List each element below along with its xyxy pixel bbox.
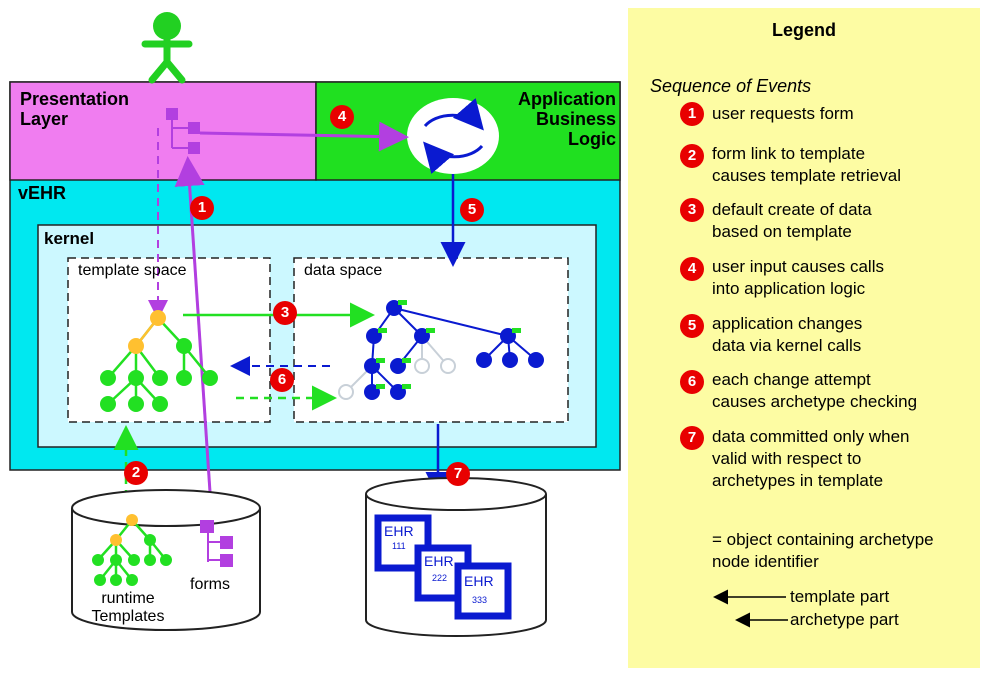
- data-space-box: [293, 257, 569, 423]
- loop-icon: [407, 98, 499, 174]
- presentation-layer-label: Presentation Layer: [20, 89, 130, 129]
- step-marker-1: 1: [190, 196, 214, 220]
- templates-store: [71, 489, 261, 631]
- legend-title: Legend: [771, 20, 836, 40]
- step-marker-3: 3: [273, 301, 297, 325]
- legend-event-6: each change attempt causes archetype che…: [712, 370, 918, 411]
- step-marker-7: 7: [446, 462, 470, 486]
- kernel-label: kernel: [44, 229, 95, 248]
- legend-marker-4: 4: [680, 257, 704, 281]
- legend-marker-1: 1: [680, 102, 704, 126]
- step-marker-5: 5: [460, 198, 484, 222]
- legend-marker-7: 7: [680, 426, 704, 450]
- presentation-layer-region: [9, 81, 317, 181]
- legend-marker-5: 5: [680, 314, 704, 338]
- legend-marker-6: 6: [680, 370, 704, 394]
- ehr-id-3: 333: [472, 595, 488, 605]
- legend-object-note: = object containing archetype node ident…: [712, 530, 934, 571]
- form-icon-presentation: [166, 108, 200, 154]
- legend-marker-3: 3: [680, 198, 704, 222]
- legend-archetype-part: archetype part: [790, 610, 899, 629]
- legend-subtitle: Sequence of Events: [650, 76, 812, 96]
- flow-arrow-4: [199, 121, 409, 152]
- legend-event-1: user requests form: [712, 104, 854, 123]
- step-marker-2: 2: [124, 461, 148, 485]
- legend-event-4: user input causes calls into application…: [712, 257, 884, 298]
- legend-marker-2: 2: [680, 144, 704, 168]
- vehr-label: vEHR: [18, 183, 67, 203]
- data-space-label: data space: [304, 262, 383, 279]
- legend-event-3: default create of data based on template: [712, 200, 872, 241]
- legend-event-7: data committed only when valid with resp…: [712, 427, 910, 490]
- template-tree: [100, 310, 218, 412]
- form-icon-store: [200, 520, 233, 567]
- runtime-templates-label: runtime Templates: [91, 590, 165, 625]
- user-icon: [141, 12, 193, 84]
- ehr-label-2: EHR: [424, 553, 454, 569]
- ehr-record-box-3: [454, 562, 512, 620]
- legend-template-part: template part: [790, 587, 890, 606]
- template-space-label: template space: [78, 262, 187, 279]
- flow-arrow-1: [174, 156, 214, 523]
- application-logic-label: Application Business Logic: [518, 89, 616, 149]
- data-tree: [338, 300, 544, 400]
- step-marker-6: 6: [270, 368, 294, 392]
- step-marker-4: 4: [330, 105, 354, 129]
- ehr-label-1: EHR: [384, 523, 414, 539]
- legend-event-2: form link to template causes template re…: [712, 144, 901, 185]
- template-space-box: [67, 257, 271, 423]
- forms-label: forms: [190, 576, 230, 593]
- legend-event-5: application changes data via kernel call…: [712, 314, 863, 355]
- ehr-id-1: 111: [392, 541, 406, 551]
- ehr-label-3: EHR: [464, 573, 494, 589]
- ehr-id-2: 222: [432, 573, 448, 583]
